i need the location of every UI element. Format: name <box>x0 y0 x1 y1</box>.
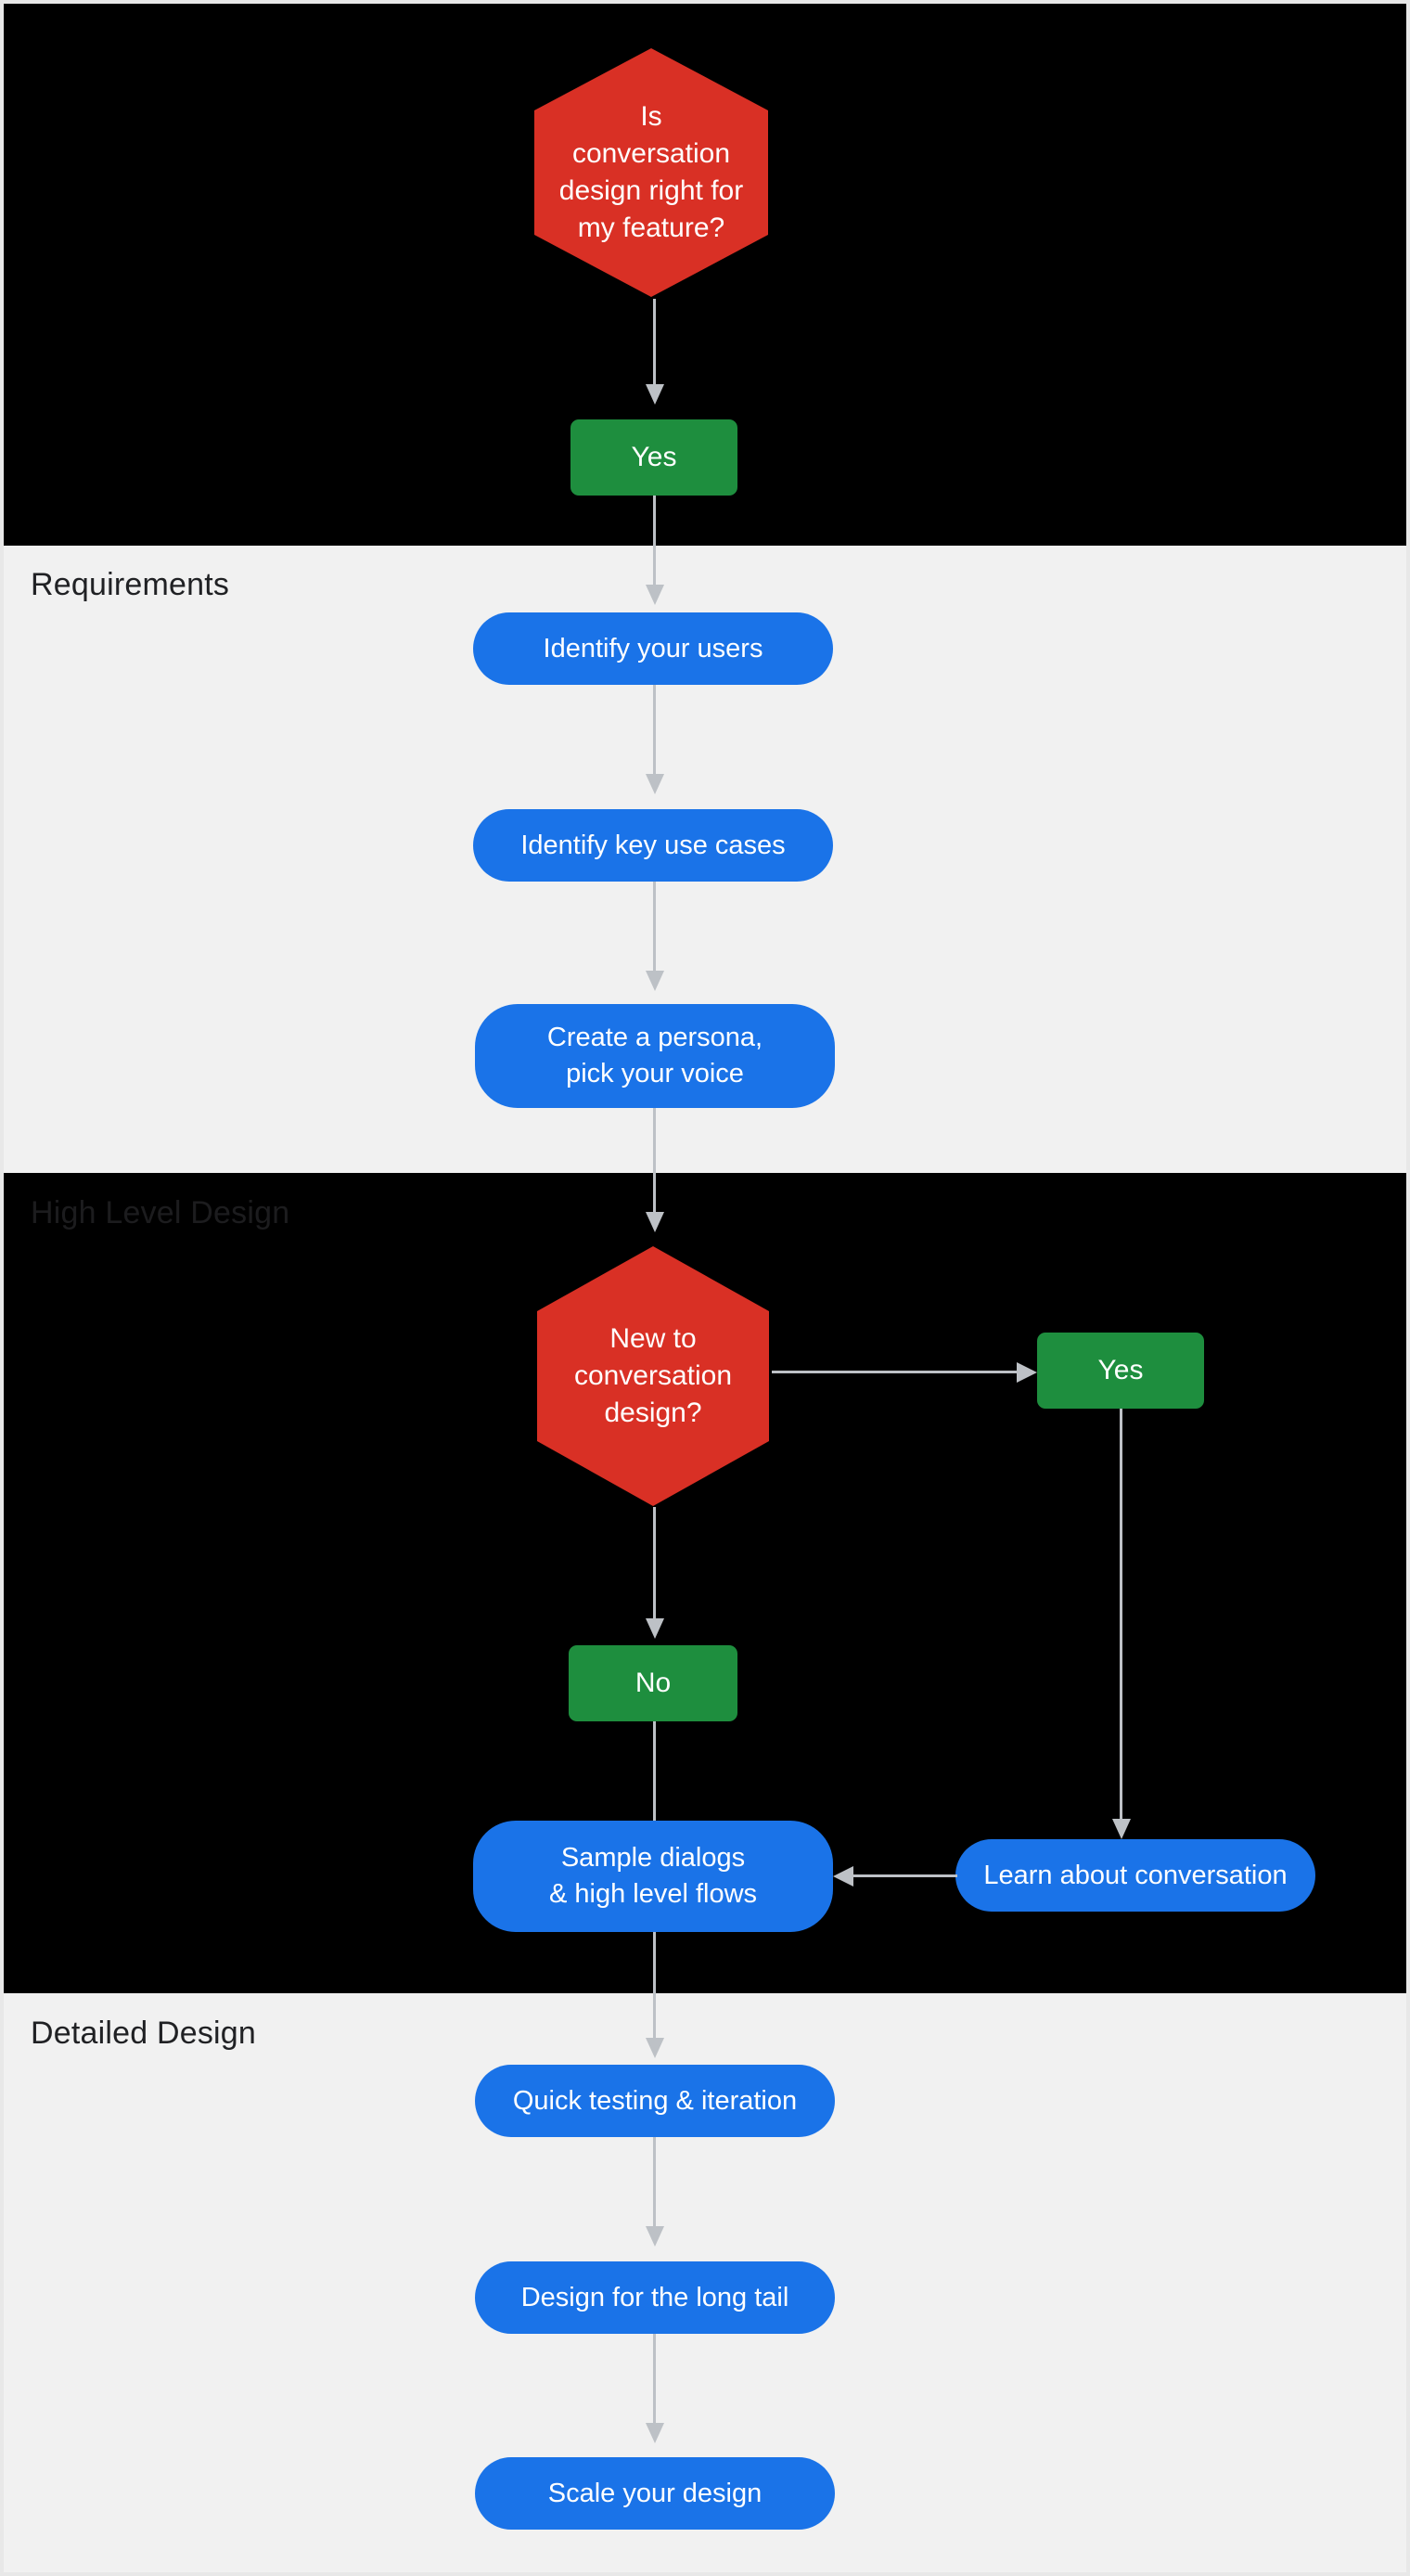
step-node-identify-key-use-cases[interactable]: Identify key use cases <box>473 809 833 882</box>
arrowhead-sample-dialogs-to-testing <box>646 2038 664 2058</box>
arrowhead-learn-to-sample-dialogs <box>833 1866 853 1887</box>
arrowhead-use-cases-to-persona <box>646 971 664 991</box>
band-label-requirements: Requirements <box>31 567 230 602</box>
arrowhead-decision1-to-yes1 <box>646 384 664 405</box>
step-node-sample-dialogs[interactable]: Sample dialogs & high level flows <box>473 1821 833 1932</box>
connector-persona-to-decision2 <box>653 1108 656 1219</box>
connector-decision1-to-yes1 <box>653 299 656 392</box>
connector-sample-dialogs-to-testing <box>653 1932 656 2045</box>
arrowhead-users-to-use-cases <box>646 774 664 794</box>
answer-node-yes-1[interactable]: Yes <box>570 419 737 496</box>
step-node-sample-dialogs-line2: & high level flows <box>548 1879 758 1909</box>
connector-long-tail-to-scale <box>653 2334 656 2430</box>
step-node-create-a-persona-line1: Create a persona, <box>546 1023 763 1053</box>
step-node-design-for-the-long-tail[interactable]: Design for the long tail <box>475 2261 835 2334</box>
connector-no2-to-sample-dialogs <box>653 1721 656 1840</box>
connector-learn-to-sample-dialogs <box>853 1874 957 1877</box>
step-node-scale-your-design[interactable]: Scale your design <box>475 2457 835 2530</box>
connector-decision2-to-no2 <box>653 1507 656 1626</box>
connector-testing-to-long-tail <box>653 2137 656 2234</box>
arrowhead-long-tail-to-scale <box>646 2423 664 2443</box>
step-node-sample-dialogs-line1: Sample dialogs <box>560 1843 746 1874</box>
step-node-quick-testing-iteration[interactable]: Quick testing & iteration <box>475 2065 835 2137</box>
band-label-detailed: Detailed Design <box>31 2016 257 2051</box>
step-node-create-a-persona-line2: pick your voice <box>566 1059 744 1088</box>
arrowhead-yes2-to-learn <box>1112 1819 1131 1839</box>
arrowhead-decision2-to-no2 <box>646 1618 664 1639</box>
arrowhead-yes1-to-users <box>646 585 664 605</box>
step-node-identify-your-users[interactable]: Identify your users <box>473 612 833 685</box>
connector-yes2-to-learn <box>1120 1409 1122 1826</box>
connector-users-to-use-cases <box>653 685 656 781</box>
band-label-high-level: High Level Design <box>31 1195 290 1230</box>
step-node-learn-about-conversation[interactable]: Learn about conversation <box>955 1839 1315 1912</box>
arrowhead-persona-to-decision2 <box>646 1212 664 1232</box>
answer-node-yes-2[interactable]: Yes <box>1037 1333 1204 1409</box>
connector-yes1-to-users <box>653 496 656 592</box>
arrowhead-decision2-to-yes2 <box>1017 1362 1037 1383</box>
arrowhead-testing-to-long-tail <box>646 2226 664 2247</box>
step-node-create-a-persona[interactable]: Create a persona, pick your voice <box>475 1004 835 1108</box>
answer-node-no-2[interactable]: No <box>569 1645 737 1721</box>
connector-decision2-to-yes2 <box>772 1371 1024 1373</box>
connector-use-cases-to-persona <box>653 882 656 978</box>
